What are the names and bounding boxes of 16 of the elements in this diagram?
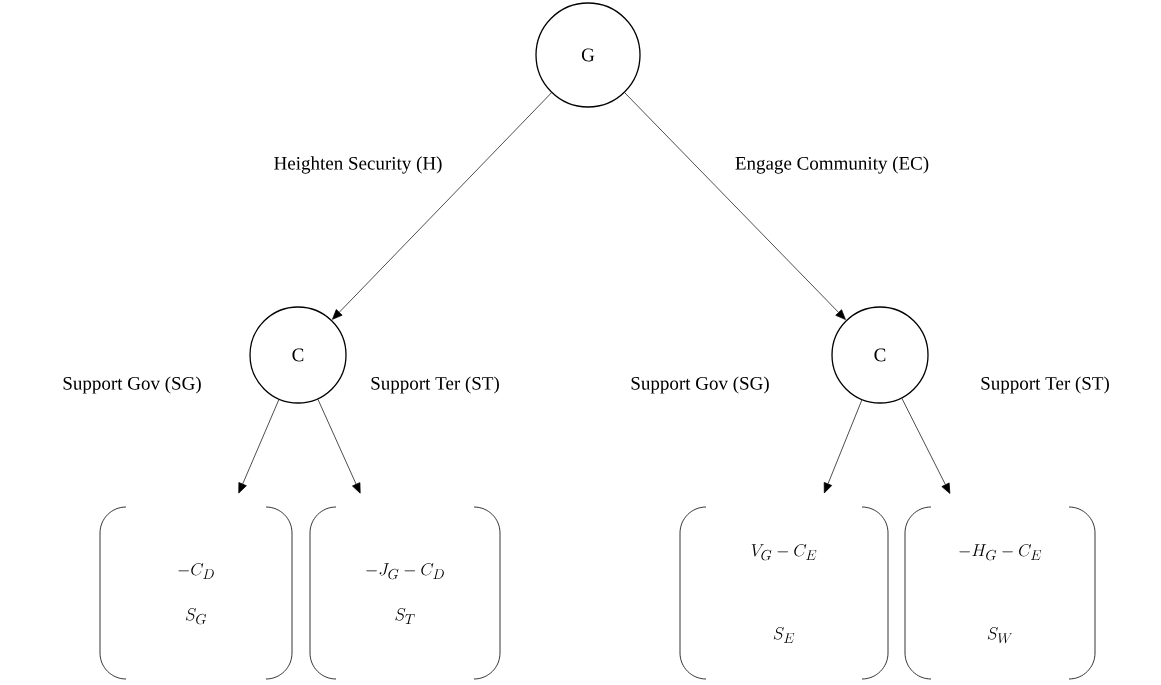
arrow (317, 399, 361, 494)
arrow (332, 92, 552, 320)
payoff-bracket: $V_G - C_E$ $S_E$ (679, 506, 889, 680)
edge-label: Heighten Security (H) (272, 155, 444, 175)
payoff-bracket: $-H_G - C_E$ $S_W$ (904, 506, 1096, 680)
arrow (238, 399, 280, 494)
arrow (624, 92, 846, 320)
edge-label: Support Ter (ST) (369, 375, 501, 395)
arrow (901, 398, 951, 494)
edge-label: Support Ter (ST) (979, 375, 1111, 395)
payoff-bracket: $-J_G - C_D$ $S_T$ (309, 506, 501, 680)
edge-label: Support Gov (SG) (61, 375, 203, 395)
payoff-bracket: $-C_D$ $S_G$ (99, 506, 293, 680)
arrow (823, 399, 863, 494)
edge-label: Support Gov (SG) (629, 375, 771, 395)
edge-label: Engage Community (EC) (733, 155, 931, 175)
